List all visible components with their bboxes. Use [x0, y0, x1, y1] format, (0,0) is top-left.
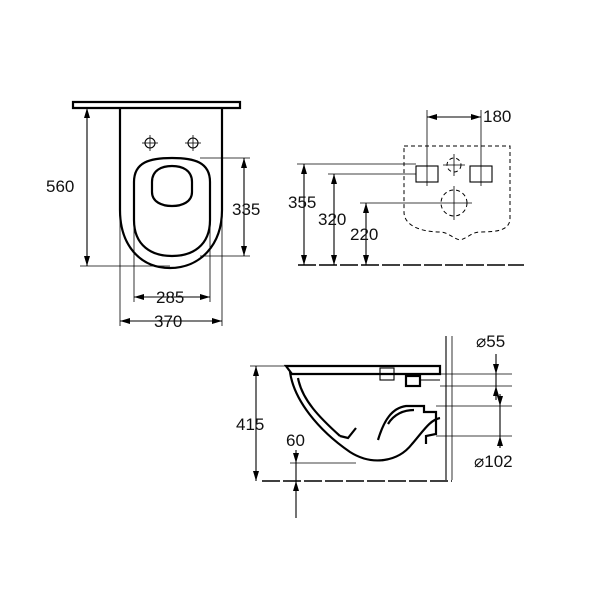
side-bowl-rim — [283, 364, 442, 376]
top-bolt-hole-right — [185, 135, 201, 151]
dim-320-label: 320 — [318, 210, 346, 229]
dim-180-lines — [426, 110, 482, 162]
dim-370-label: 370 — [154, 312, 182, 331]
dim-560-lines — [80, 107, 170, 267]
dim-335-label: 335 — [232, 200, 260, 219]
rear-inlet — [443, 154, 465, 176]
top-bowl-outline — [118, 108, 224, 270]
side-bowl-shell — [288, 371, 441, 462]
dim-60-lines — [290, 450, 356, 518]
side-trap-inner — [387, 408, 415, 425]
dim-355-lines — [297, 163, 416, 265]
side-bowl-inner — [296, 377, 341, 437]
dim-370-lines — [119, 210, 223, 326]
dim-55-lines — [440, 354, 512, 400]
side-inlet — [379, 367, 440, 388]
dim-355-label: 355 — [288, 193, 316, 212]
dim-560-label: 560 — [46, 177, 74, 196]
dim-320-lines — [328, 173, 416, 265]
dim-55-label: ⌀55 — [476, 332, 505, 351]
dim-285-label: 285 — [156, 288, 184, 307]
dim-102-label: ⌀102 — [474, 452, 513, 471]
dim-415-lines — [250, 365, 290, 481]
top-wall-plate — [71, 100, 242, 110]
dim-415-label: 415 — [236, 415, 264, 434]
top-view: 560 335 285 370 — [46, 100, 260, 331]
side-view: 415 60 ⌀55 ⌀102 — [236, 332, 513, 518]
top-seat-opening — [132, 156, 212, 258]
dim-335-lines — [200, 157, 250, 257]
dim-220-label: 220 — [350, 225, 378, 244]
dim-220-lines — [360, 202, 436, 265]
dim-285-lines — [133, 225, 211, 302]
top-bolt-hole-left — [142, 135, 158, 151]
rear-view: 180 355 320 220 — [288, 107, 524, 266]
dim-180-label: 180 — [483, 107, 511, 126]
side-bowl-inner-2 — [339, 427, 357, 440]
rear-outline — [403, 145, 511, 241]
side-trap — [376, 404, 438, 444]
dim-102-lines — [436, 394, 512, 448]
dim-60-label: 60 — [286, 431, 305, 450]
rear-outlet — [436, 186, 472, 220]
top-inner-bowl — [150, 164, 194, 208]
